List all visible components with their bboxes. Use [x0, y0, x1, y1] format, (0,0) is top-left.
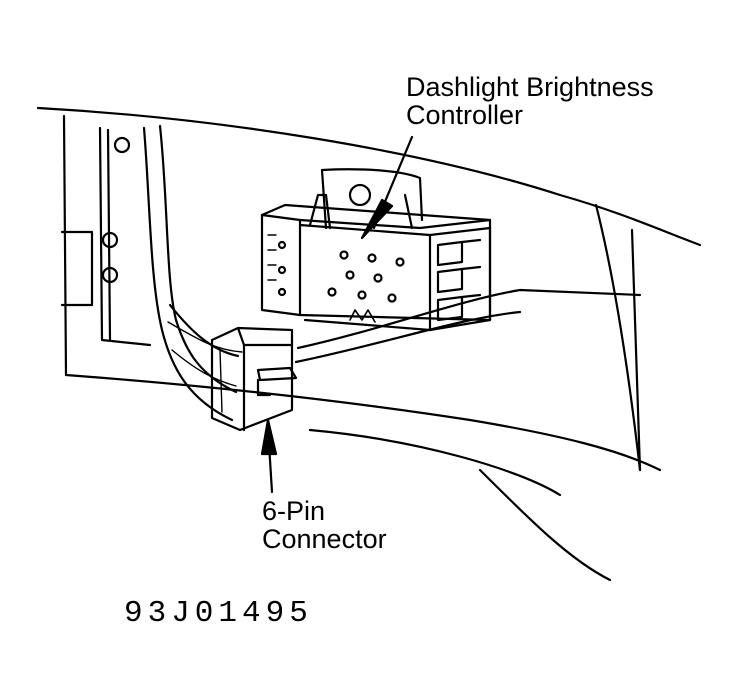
connector-arrow [260, 418, 278, 494]
left-bracket [60, 126, 152, 347]
controller-label-line2: Controller [406, 100, 524, 130]
brightness-controller [260, 168, 492, 332]
controller-label-line1: Dashlight Brightness [406, 72, 654, 102]
dash-panel [36, 106, 702, 582]
controller-label: Dashlight Brightness Controller [406, 73, 654, 129]
wire-harness [142, 124, 243, 422]
connector-label: 6-Pin Connector [262, 497, 387, 553]
controller-arrow [360, 135, 414, 240]
six-pin-connector [210, 326, 298, 432]
harness-to-dash [294, 288, 642, 364]
connector-label-line1: 6-Pin [262, 496, 326, 526]
figure-id: 93J01495 [124, 596, 313, 631]
connector-label-line2: Connector [262, 524, 387, 554]
